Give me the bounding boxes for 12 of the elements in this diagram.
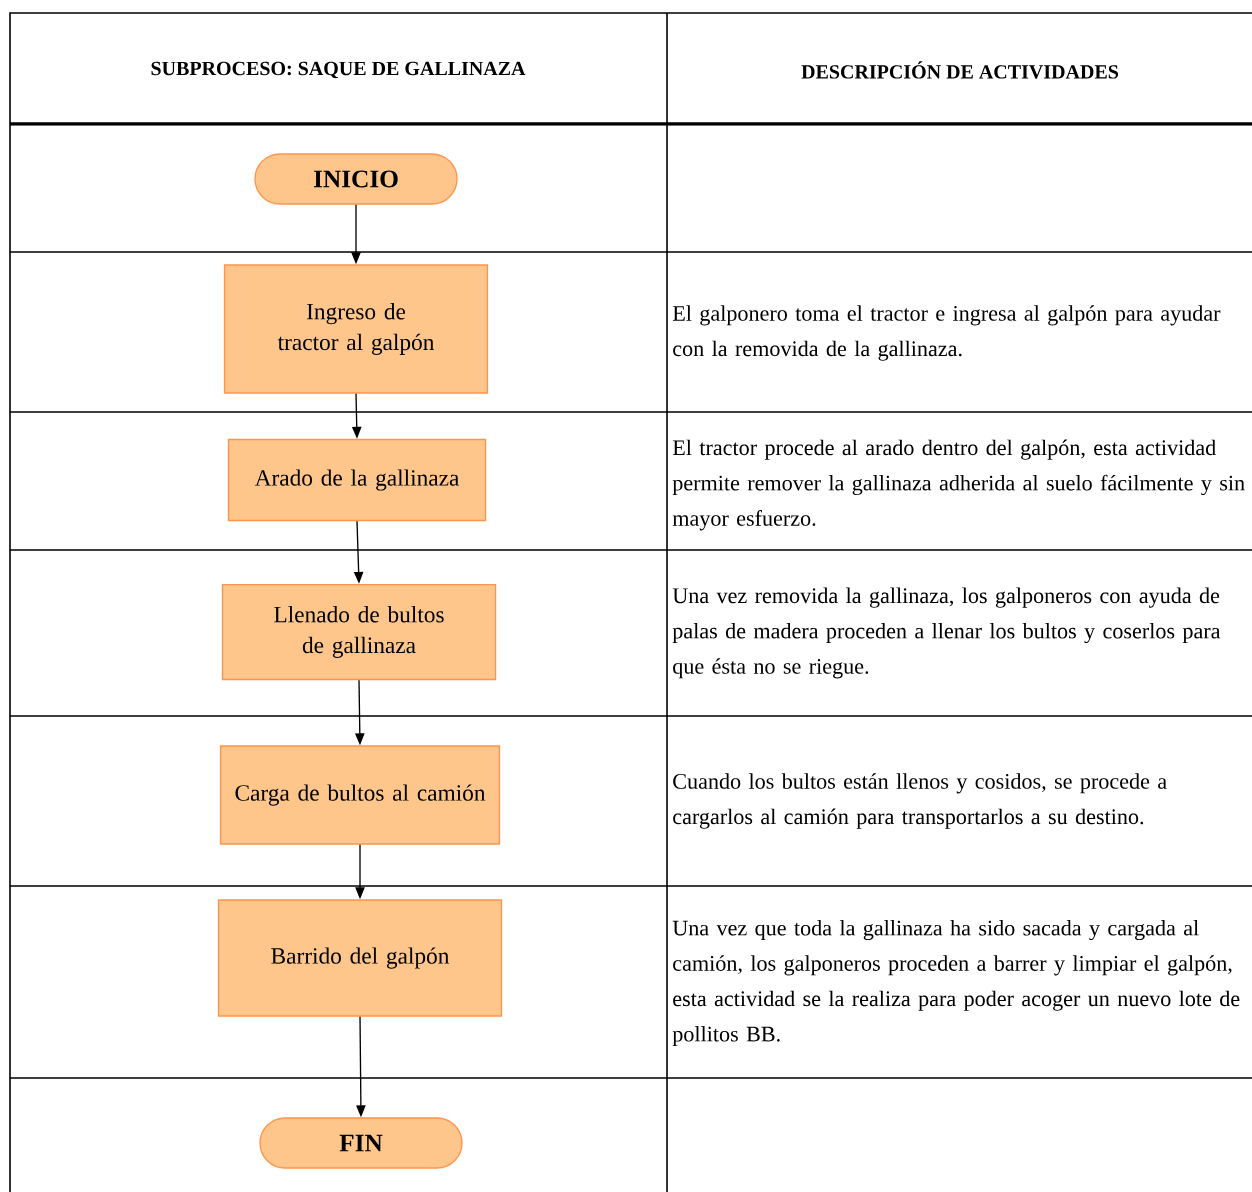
description-text: Una vez que toda la gallinaza ha sido sacada y cargada al camión, los galponeros proceden a barrer y limpiar el galpón, esta actividad se la realiza para poder acoger un nuevo lote de pollitos BB. — [672, 920, 1240, 1047]
process-box: Arado de la gallinaza — [227, 438, 487, 522]
description-text: Cuando los bultos están llenos y cosidos, se procede a cargarlos al camión para transportarlos a su destino. — [673, 773, 1167, 829]
process-box: Barrido del galpón — [217, 899, 503, 1017]
process-box: Ingreso de tractor al galpón — [223, 264, 489, 394]
process-box: Llenado de bultos de gallinaza — [221, 583, 497, 681]
column-header: DESCRIPCIÓN DE ACTIVIDADES — [801, 61, 1118, 79]
description-text: Una vez removida la gallinaza, los galponeros con ayuda de palas de madera proceden a llenar los bultos y coserlos para que ésta no se riegue. — [672, 587, 1221, 679]
column-header: SUBPROCESO: SAQUE DE GALLINAZA — [151, 61, 526, 79]
description-text: El galponero toma el tractor e ingresa al galpón para ayudar con la removida de la gallinaza. — [672, 305, 1221, 361]
process-box: Carga de bultos al camión — [219, 745, 501, 845]
description-text: El tractor procede al arado dentro del galpón, esta actividad permite remover la gallinaza adherida al suelo fácilmente y sin mayor esfuerzo. — [672, 439, 1245, 531]
